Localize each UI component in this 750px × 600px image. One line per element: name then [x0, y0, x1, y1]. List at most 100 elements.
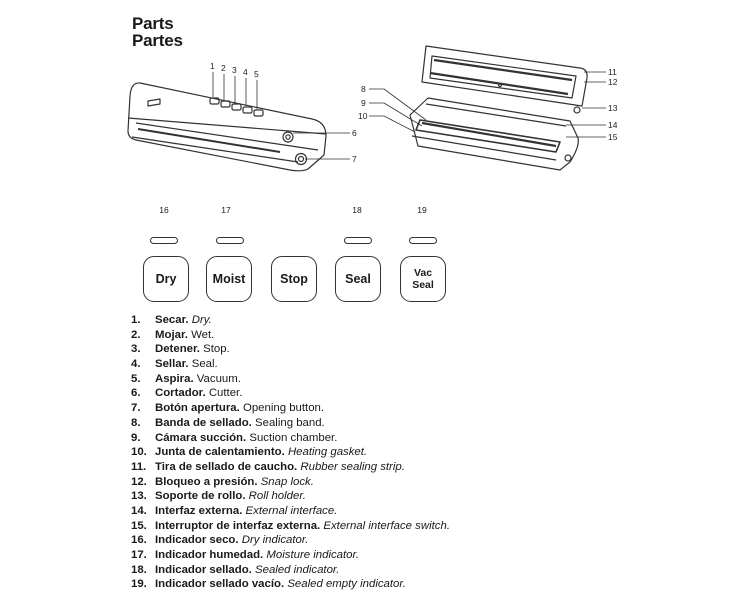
parts-list: 1. Secar. Dry. 2. Mojar. Wet. 3. Detener. Sto…: [131, 313, 450, 592]
parts-list-item: 17.Indicador humedad. Moisture indicator…: [131, 548, 450, 563]
part-name-spanish: Soporte de rollo.: [155, 490, 246, 503]
part-name-english: Sealed indicator.: [255, 563, 340, 576]
part-number: 7.: [131, 402, 141, 415]
part-name-english: Sealing band.: [255, 416, 325, 429]
part-number: 3.: [131, 343, 141, 356]
parts-list-item: 9. Cámara succión. Suction chamber.: [131, 431, 450, 446]
parts-list-item: 11. Tira de sellado de caucho. Rubber sea…: [131, 460, 450, 475]
part-name-spanish: Bloqueo a presión.: [155, 475, 258, 488]
part-name-spanish: Indicador sellado.: [155, 563, 252, 576]
parts-list-item: 5. Aspira. Vacuum.: [131, 372, 450, 387]
part-name-english: External interface.: [245, 504, 338, 517]
callout-12: 12: [608, 77, 618, 87]
indicator-number-17: 17: [221, 205, 231, 215]
parts-list-item: 18. Indicador sellado. Sealed indicator.: [131, 563, 450, 578]
part-name-spanish: Cortador.: [155, 387, 206, 400]
part-name-spanish: Interruptor de interfaz externa.: [155, 519, 321, 532]
callout-4: 4: [243, 67, 248, 77]
callout-7: 7: [352, 154, 357, 164]
vac-seal-indicator-light: [409, 237, 437, 244]
part-name-english: Sealed empty indicator.: [287, 578, 406, 591]
callout-15: 15: [608, 132, 618, 142]
parts-list-item: 6. Cortador. Cutter.: [131, 386, 450, 401]
part-name-english: Vacuum.: [196, 372, 241, 385]
part-number: 13.: [131, 490, 147, 503]
part-name-english: Stop.: [203, 343, 230, 356]
part-name-english: Wet.: [191, 328, 215, 341]
parts-list-item: 1. Secar. Dry.: [131, 313, 450, 328]
callout-11: 11: [608, 67, 617, 77]
part-name-spanish: Banda de sellado.: [155, 416, 252, 429]
part-name-spanish: Tira de sellado de caucho.: [155, 460, 298, 473]
part-name-spanish: Indicador humedad.: [155, 549, 264, 561]
part-name-english: Rubber sealing strip.: [300, 460, 405, 473]
part-name-english: Dry indicator.: [241, 534, 309, 547]
moist-button[interactable]: Moist: [206, 256, 252, 302]
part-name-english: Snap lock.: [260, 475, 314, 488]
part-number: 16.: [131, 534, 147, 547]
parts-list-item: 13. Soporte de rollo. Roll holder.: [131, 489, 450, 504]
parts-list-item: 3. Detener. Stop.: [131, 342, 450, 357]
indicator-number-16: 16: [159, 205, 169, 215]
part-name-spanish: Mojar.: [155, 328, 188, 341]
parts-list-item: 19. Indicador sellado vacío. Sealed empty…: [131, 577, 450, 592]
stop-button[interactable]: Stop: [271, 256, 317, 302]
part-name-english: External interface switch.: [323, 519, 450, 532]
indicator-number-19: 19: [417, 205, 427, 215]
callout-14: 14: [608, 120, 618, 130]
parts-list-item: 2. Mojar. Wet.: [131, 328, 450, 343]
part-name-spanish: Aspira.: [155, 372, 194, 385]
part-number: 15.: [131, 519, 147, 532]
open-device-drawing: [409, 45, 588, 171]
callout-1: 1: [210, 61, 215, 71]
part-name-spanish: Junta de calentamiento.: [155, 446, 285, 459]
part-name-english: Seal.: [191, 358, 218, 371]
parts-list-item: 8. Banda de sellado. Sealing band.: [131, 416, 450, 431]
part-number: 5.: [131, 372, 141, 385]
seal-indicator-light: [344, 237, 372, 244]
closed-device-drawing: [127, 82, 327, 172]
part-name-spanish: Indicador sellado vacío.: [155, 578, 285, 591]
part-name-english: Roll holder.: [248, 490, 306, 503]
part-number: 4.: [131, 358, 141, 371]
part-name-spanish: Indicador seco.: [155, 534, 239, 547]
page-title-spanish: Partes: [132, 31, 183, 50]
callout-5: 5: [254, 69, 259, 79]
page-title: Parts: [132, 14, 174, 33]
callout-9: 9: [361, 98, 366, 108]
part-number: 18.: [131, 563, 147, 576]
callout-2: 2: [221, 63, 226, 73]
part-name-english: Suction chamber.: [249, 431, 338, 444]
part-name-english: Cutter.: [208, 387, 243, 400]
part-number: 2.: [131, 328, 141, 341]
dry-button[interactable]: Dry: [143, 256, 189, 302]
part-number: 12.: [131, 475, 147, 488]
callout-6: 6: [352, 128, 357, 138]
part-number: 14.: [131, 504, 147, 517]
part-number: 11.: [131, 460, 147, 473]
device-illustration: 1 2 3 4 5 6 7 8 9 10 11 12 13 14 15: [127, 45, 618, 172]
callout-10: 10: [358, 111, 368, 121]
part-name-spanish: Interfaz externa.: [155, 504, 243, 517]
part-number: 6.: [131, 387, 141, 400]
part-name-spanish: Detener.: [155, 343, 200, 356]
parts-list-item: 4. Sellar. Seal.: [131, 357, 450, 372]
moist-indicator-light: [216, 237, 244, 244]
parts-list-item: 10.Junta de calentamiento. Heating gaske…: [131, 445, 450, 460]
part-name-english: Dry.: [191, 314, 212, 326]
parts-list-item: 7.Botón apertura. Opening button.: [131, 401, 450, 416]
indicator-number-18: 18: [352, 205, 362, 215]
part-number: 10.: [131, 446, 147, 459]
vac-seal-button[interactable]: Vac Seal: [400, 256, 446, 302]
callout-3: 3: [232, 65, 237, 75]
part-number: 19.: [131, 578, 147, 591]
part-name-spanish: Secar.: [155, 314, 189, 326]
part-number: 8.: [131, 416, 141, 429]
callout-8: 8: [361, 84, 366, 94]
part-name-spanish: Cámara succión.: [155, 431, 247, 444]
part-name-spanish: Sellar.: [155, 358, 189, 371]
part-number: 9.: [131, 431, 141, 444]
part-number: 1.: [131, 314, 141, 326]
part-name-english: Moisture indicator.: [266, 549, 360, 561]
seal-button[interactable]: Seal: [335, 256, 381, 302]
